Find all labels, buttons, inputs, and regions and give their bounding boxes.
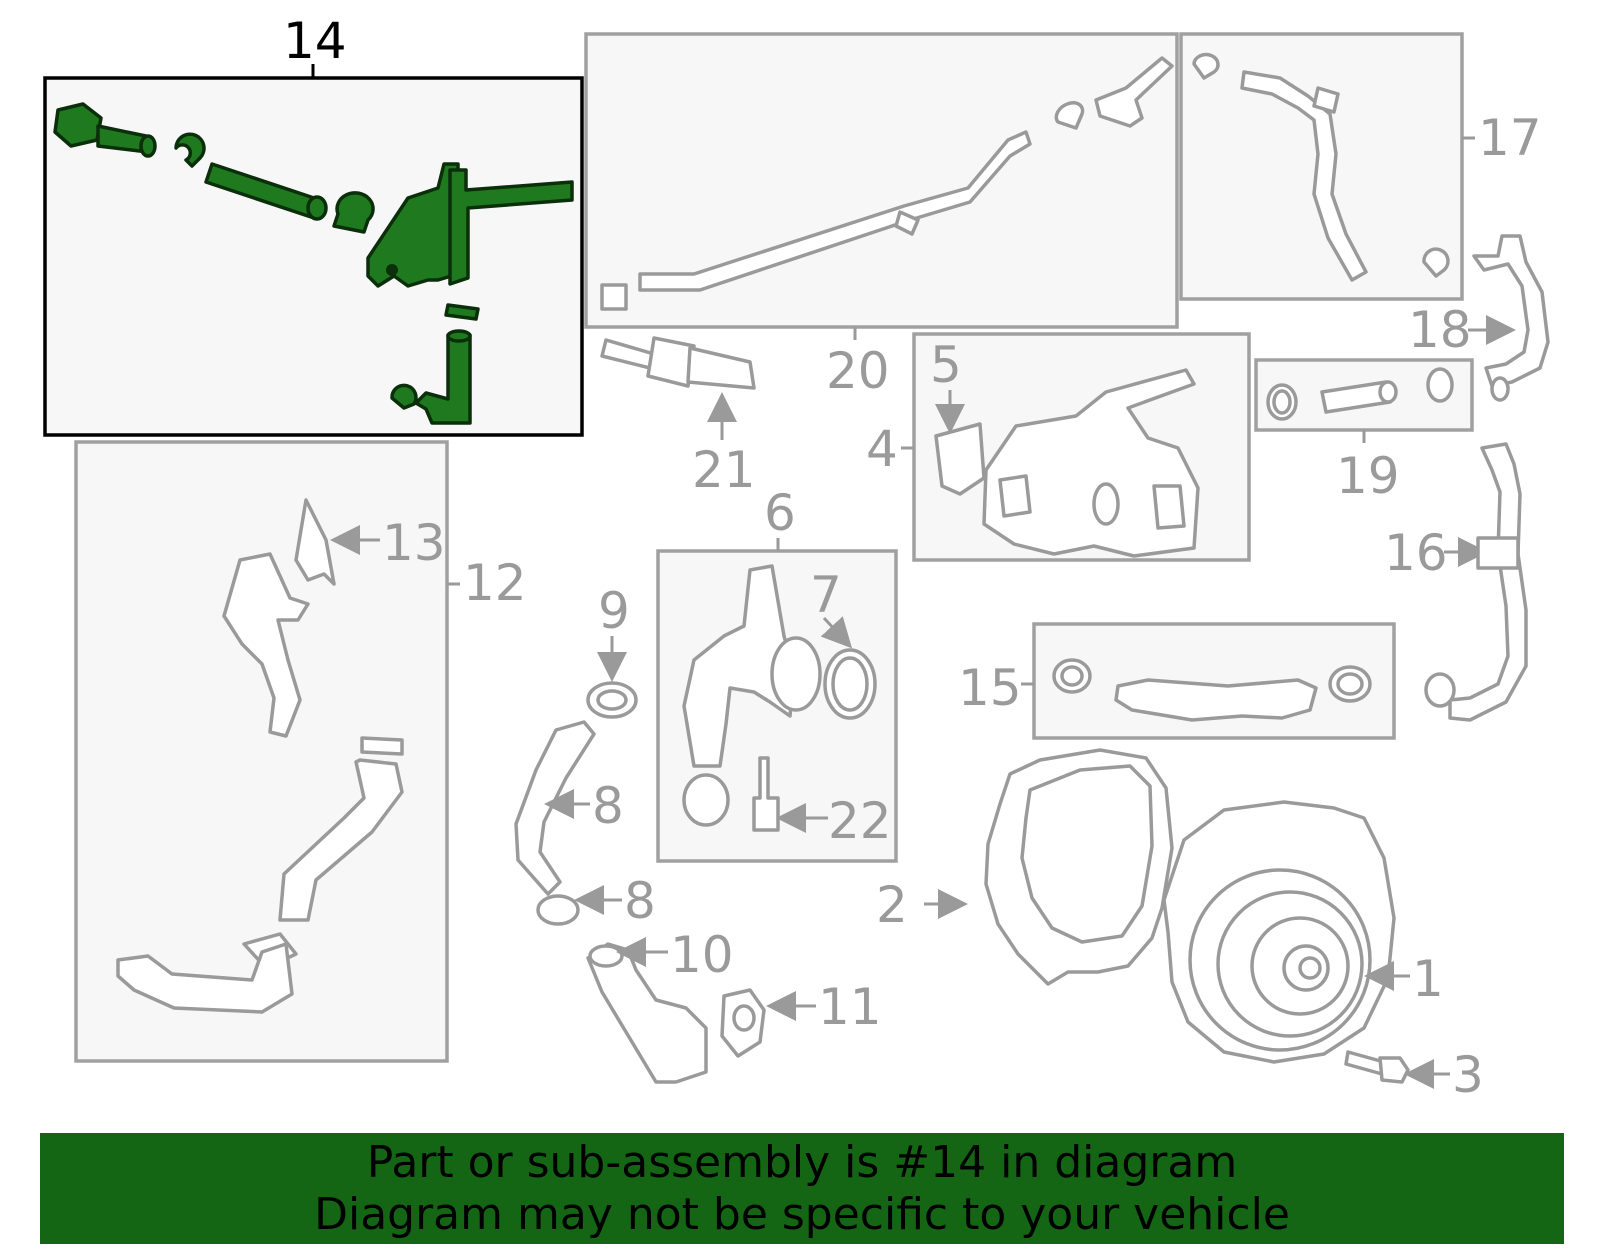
part-9-clamp[interactable] [586, 681, 638, 719]
group-20-box[interactable] [584, 32, 1179, 340]
part-6-outlet-housing[interactable] [682, 564, 822, 827]
callout-4: 4 [866, 420, 898, 478]
callout-18: 18 [1408, 301, 1472, 359]
part-21-sensor[interactable] [600, 336, 756, 390]
callout-1: 1 [1412, 950, 1444, 1008]
group-14-box[interactable] [43, 64, 584, 437]
callout-8-upper: 8 [592, 777, 624, 835]
callout-21: 21 [692, 441, 756, 499]
callout-2: 2 [876, 876, 908, 934]
callout-13: 13 [382, 514, 446, 572]
part-1-water-pump[interactable] [1162, 800, 1396, 1064]
part-11-gasket[interactable] [720, 988, 766, 1058]
part-20-coolant-pipe[interactable] [600, 56, 1174, 311]
callout-16: 16 [1384, 524, 1448, 582]
disclaimer-banner: Part or sub-assembly is #14 in diagram D… [40, 1133, 1564, 1244]
callout-6: 6 [764, 484, 796, 542]
part-8-clamp[interactable] [536, 894, 580, 926]
callout-15: 15 [958, 659, 1022, 717]
part-16-hose[interactable] [1424, 442, 1528, 722]
part-7-o-ring[interactable] [823, 648, 877, 720]
banner-line-2: Diagram may not be specific to your vehi… [314, 1188, 1290, 1240]
callout-20: 20 [826, 342, 890, 400]
callout-7: 7 [810, 566, 842, 624]
part-5-gasket[interactable] [934, 422, 986, 496]
callout-3: 3 [1452, 1046, 1484, 1104]
part-19-hose-kit[interactable] [1266, 367, 1454, 421]
part-14-heater-pipe-assembly[interactable] [53, 102, 574, 425]
part-4-thermostat-housing[interactable] [982, 368, 1200, 558]
callout-10: 10 [670, 926, 734, 984]
callout-19: 19 [1336, 447, 1400, 505]
callout-17: 17 [1478, 109, 1542, 167]
part-15-hose-kit[interactable] [1052, 658, 1372, 722]
part-2-gasket[interactable] [984, 748, 1174, 986]
callout-11: 11 [818, 978, 882, 1036]
banner-line-1: Part or sub-assembly is #14 in diagram [366, 1136, 1238, 1188]
callout-12: 12 [463, 554, 527, 612]
part-8-hose[interactable] [514, 720, 596, 896]
callout-9: 9 [598, 582, 630, 640]
callout-8-lower: 8 [624, 872, 656, 930]
part-12-pipe-assembly[interactable] [116, 552, 404, 1014]
part-18-hose[interactable] [1472, 234, 1550, 402]
callout-22: 22 [828, 792, 892, 850]
part-3-bolt[interactable] [1344, 1050, 1410, 1084]
part-17-hose[interactable] [1192, 52, 1450, 282]
callout-5: 5 [930, 336, 962, 394]
part-13-gasket[interactable] [294, 498, 336, 586]
callout-14: 14 [283, 12, 347, 70]
